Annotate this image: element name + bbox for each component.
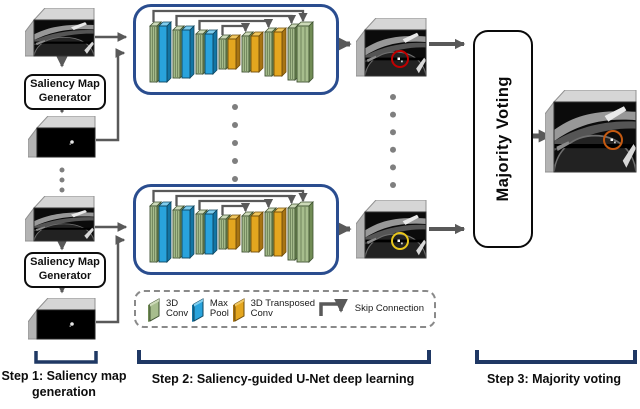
skip-connection-arrow	[152, 189, 308, 203]
step1-caption: Step 1: Saliency map generation	[0, 369, 128, 400]
pool-block	[181, 205, 195, 259]
input-volume-bottom	[25, 196, 95, 242]
legend-item-max-pool: Max Pool	[190, 295, 229, 323]
cube-left-face	[25, 18, 35, 57]
pool-block	[204, 29, 218, 75]
majority-voting-label: Majority Voting	[493, 76, 512, 202]
cube-top-face	[363, 200, 427, 213]
pool-block	[204, 209, 218, 255]
cube-left-face	[356, 28, 366, 77]
step3-bracket	[475, 350, 637, 364]
saliency-spot	[70, 140, 74, 144]
detection-circle	[603, 130, 623, 150]
skip-connection-arrow	[198, 198, 274, 210]
input-volume-top	[25, 8, 95, 57]
cube-left-face	[28, 126, 38, 158]
detection-circle	[391, 232, 409, 250]
step3-caption: Step 3: Majority voting	[468, 372, 640, 388]
cube-top-face	[32, 8, 95, 21]
step-brackets	[34, 350, 637, 364]
step2-bracket	[137, 350, 431, 364]
ellipsis-dots	[59, 86, 396, 193]
legend-label-line1: 3D	[166, 297, 179, 309]
cube-left-face	[28, 308, 38, 340]
scan-image	[554, 102, 636, 172]
trans-block	[273, 207, 287, 257]
conv-block-icon	[148, 298, 160, 322]
legend-label-line2: Pool	[209, 308, 229, 319]
arrow-saliency-top-to-unet	[96, 48, 126, 142]
generator-label-line2: Generator	[38, 92, 92, 104]
transposed-conv-block-icon	[232, 298, 245, 322]
cube-top-face	[32, 196, 95, 209]
trans-block	[227, 34, 241, 70]
generator-label-line2: Generator	[38, 270, 92, 282]
step3-caption-text: Step 3: Majority voting	[486, 372, 622, 386]
unet-architecture-top	[149, 9, 314, 83]
legend: 3D Conv Max Pool 3D Transposed	[134, 290, 436, 328]
pool-block	[158, 201, 172, 263]
trans-block	[227, 214, 241, 250]
cube-top-face	[35, 116, 96, 129]
legend-item-transposed-conv: 3D Transposed Conv	[231, 295, 315, 323]
scan-image	[34, 208, 94, 241]
conv-block	[241, 31, 254, 73]
legend-label-line2: Conv	[166, 308, 189, 319]
conv-block	[296, 21, 314, 83]
skip-connection-arrow	[221, 22, 251, 35]
conv-block	[296, 201, 314, 263]
legend-item-3d-conv: 3D Conv	[146, 295, 188, 323]
skip-connection-arrow	[198, 18, 274, 30]
saliency-volume-top	[28, 116, 96, 158]
skip-connection-arrow	[175, 14, 297, 26]
arrow-saliency-bottom-to-unet	[96, 235, 126, 324]
step2-caption: Step 2: Saliency-guided U-Net deep learn…	[130, 372, 436, 388]
generator-label-line1: Saliency Map	[30, 256, 100, 269]
step1-bracket	[34, 351, 98, 364]
step2-caption-text: Step 2: Saliency-guided U-Net deep learn…	[151, 372, 415, 386]
trans-block	[250, 31, 264, 73]
legend-item-skip-connection: Skip Connection	[317, 298, 424, 320]
unet-architecture-bottom	[149, 189, 314, 263]
scan-image	[34, 20, 94, 56]
unet-model-bottom	[133, 184, 339, 275]
step1-caption-line2: generation	[32, 384, 96, 399]
skip-connection-arrow	[152, 9, 308, 23]
majority-voting-box: Majority Voting	[473, 30, 533, 248]
final-output-volume	[545, 90, 637, 173]
skip-connection-arrow	[221, 202, 251, 215]
skip-connection-icon	[319, 298, 348, 316]
saliency-image	[36, 127, 96, 158]
legend-label: Skip Connection	[354, 302, 424, 314]
cube-top-face	[363, 18, 427, 31]
saliency-spot	[70, 322, 74, 326]
pool-block	[158, 21, 172, 83]
cube-left-face	[25, 206, 35, 242]
legend-label-line2: Conv	[250, 308, 273, 319]
saliency-map-generator-top: Saliency Map Generator	[24, 74, 106, 110]
legend-label-line1: 3D Transposed	[250, 297, 316, 309]
trans-block	[273, 27, 287, 77]
cube-left-face	[356, 210, 366, 259]
unet-output-top	[356, 18, 427, 77]
max-pool-block-icon	[191, 298, 204, 322]
unet-model-top	[133, 4, 339, 95]
step1-caption-line1: Step 1: Saliency map	[1, 369, 127, 383]
cube-top-face	[552, 90, 637, 103]
cube-left-face	[545, 100, 555, 173]
unet-output-bottom	[356, 200, 427, 259]
legend-label-line1: Max	[209, 297, 228, 309]
saliency-volume-bottom	[28, 298, 96, 340]
cube-top-face	[35, 298, 96, 311]
skip-connection-arrow	[175, 194, 297, 206]
trans-block	[250, 211, 264, 253]
saliency-map-generator-bottom: Saliency Map Generator	[24, 252, 106, 288]
saliency-image	[36, 309, 96, 340]
pool-block	[181, 25, 195, 79]
detection-circle	[391, 50, 409, 68]
generator-label-line1: Saliency Map	[30, 78, 100, 91]
